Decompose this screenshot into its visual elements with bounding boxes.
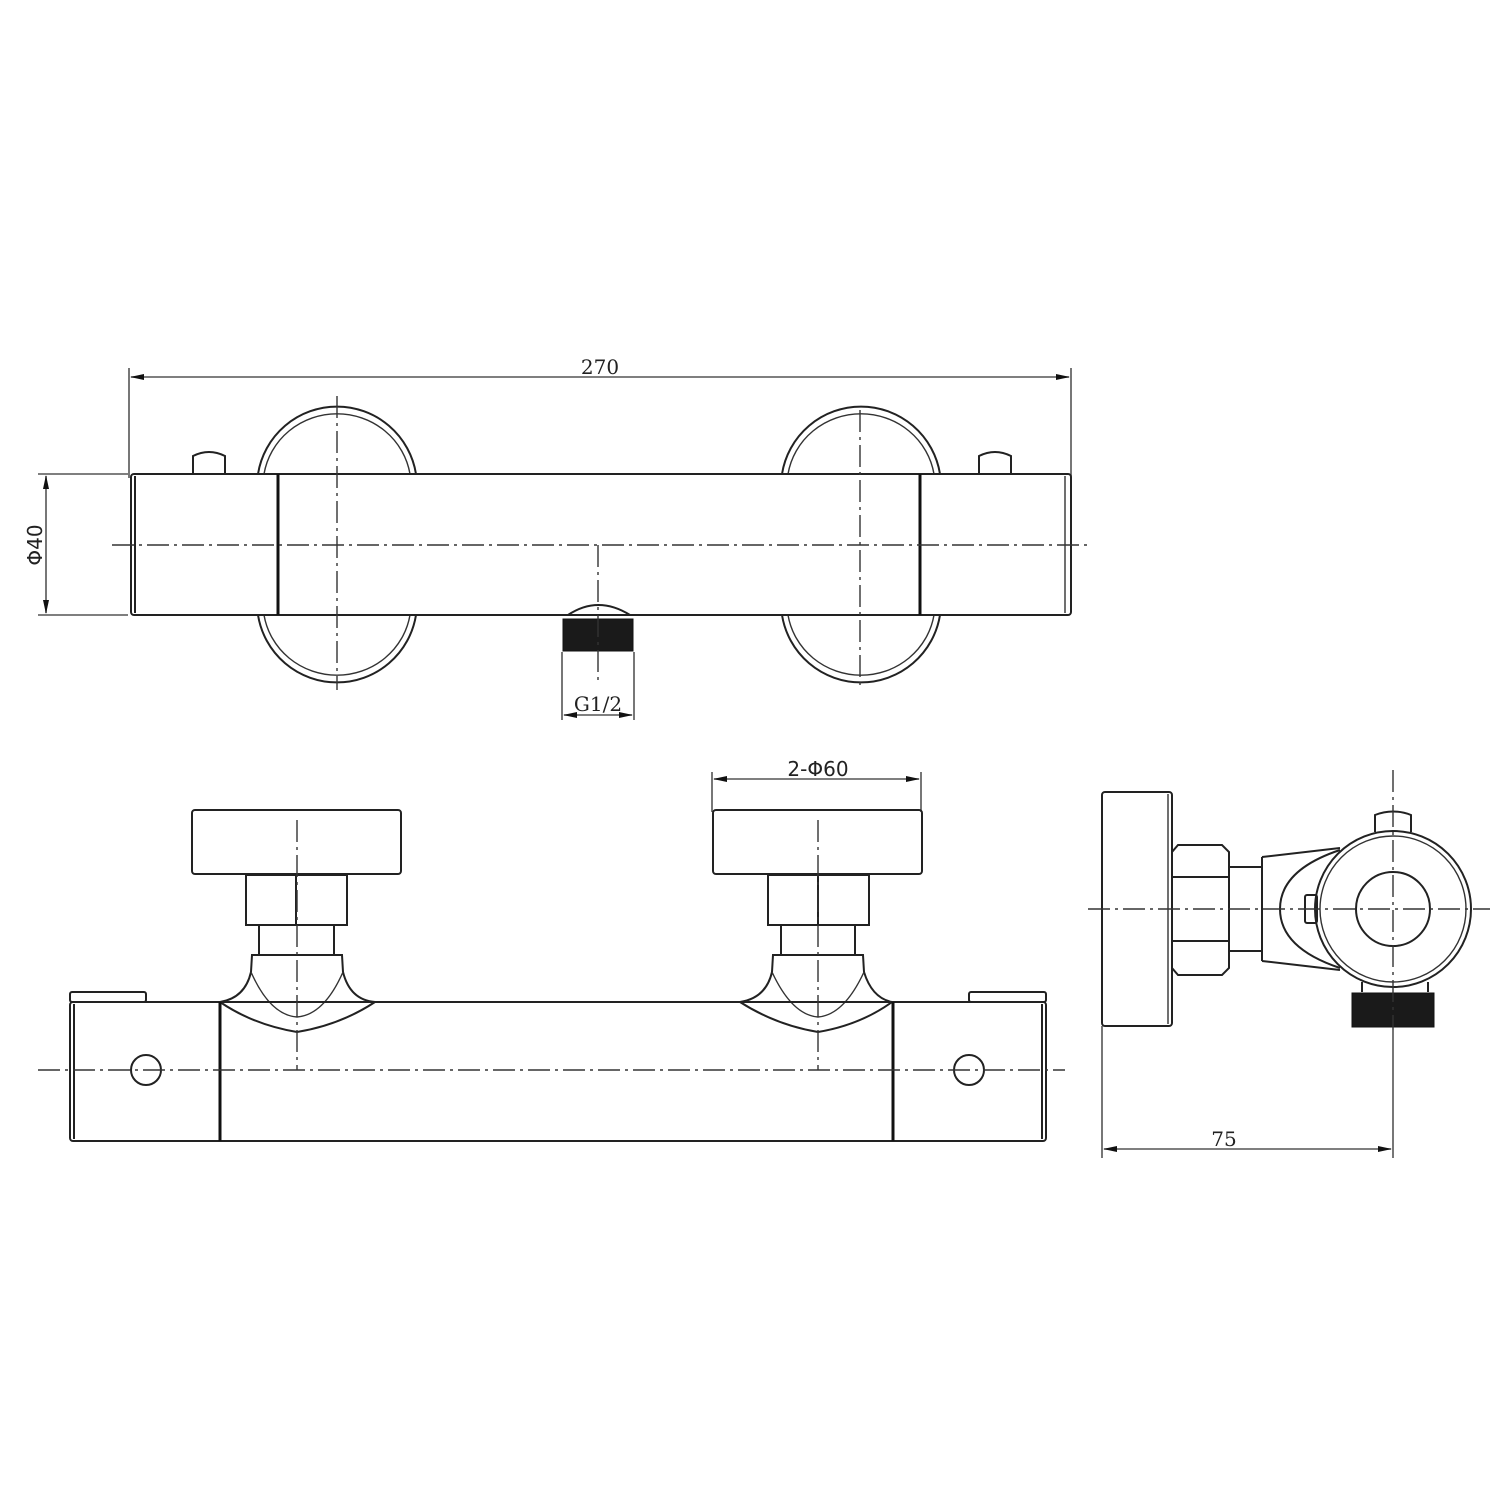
front-view: 2-Φ60 xyxy=(38,757,1065,1142)
top-view: 270 Φ40 xyxy=(23,355,1088,720)
dimension-overall-length: 270 xyxy=(128,355,1072,478)
dimension-label-phi40: Φ40 xyxy=(23,524,47,565)
outlet-thread-top: G1/2 xyxy=(561,604,635,720)
dimension-body-diameter: Φ40 xyxy=(23,473,128,616)
dimension-cover-diameter: 2-Φ60 xyxy=(711,757,922,812)
dimension-label-270: 270 xyxy=(581,355,619,379)
side-view: 75 xyxy=(1088,770,1490,1158)
dimension-projection-depth: 75 xyxy=(1101,1026,1394,1158)
hex-nut xyxy=(1171,844,1263,976)
valve-body-front xyxy=(69,1001,1047,1142)
dimension-label-g12: G1/2 xyxy=(574,692,622,716)
dimension-label-75: 75 xyxy=(1211,1127,1236,1151)
pin-right xyxy=(978,451,1012,474)
dimension-label-2-phi60: 2-Φ60 xyxy=(787,757,848,781)
pin-left xyxy=(192,451,226,474)
